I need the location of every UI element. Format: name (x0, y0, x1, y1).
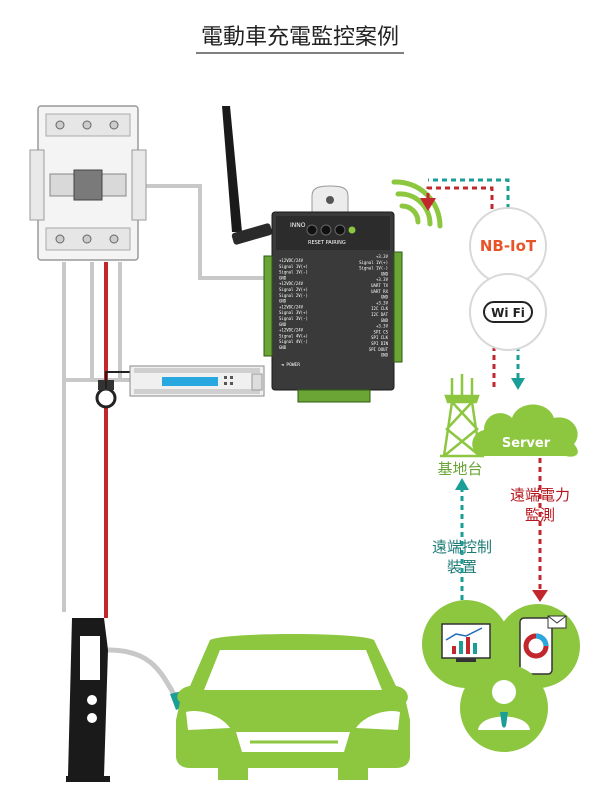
gateway-left-pin-0: +12VDC/24V (279, 258, 304, 263)
gateway-buttons-label: RESET PAIRING (308, 240, 346, 246)
wifi-node: Wi Fi (469, 273, 547, 351)
nbiot-label: NB-IoT (480, 237, 537, 255)
gateway-right-pin-9: I2C CLK (371, 306, 388, 311)
base-station-tower (440, 374, 484, 458)
link-wifi-to-server (492, 346, 525, 390)
gateway-left-pin-12: +12VDC/24V (279, 328, 304, 333)
nbiot-node: NB-IoT (469, 207, 547, 285)
gateway-right-pin-4: +3.3V (376, 277, 389, 282)
gateway-left-pin-7: GND (279, 299, 287, 304)
gateway-right-pin-12: +3.3V (376, 324, 389, 329)
gateway-left-pin-4: +12VDC/24V (279, 281, 304, 286)
charging-station (66, 618, 110, 782)
gateway-left-pin-15: GND (279, 345, 287, 350)
gateway-right-pin-15: SPI DIN (371, 341, 388, 346)
base-station-label: 基地台 (437, 460, 482, 478)
contactor (29, 105, 147, 261)
gateway-left-pin-6: Signal 2V(-) (279, 293, 308, 298)
gateway-right-pin-11: GND (381, 318, 389, 323)
gateway-right-pin-10: I2C DAT (371, 312, 388, 317)
gateway-left-pin-14: Signal 4V(-) (279, 339, 308, 344)
gateway-left-pin-1: Signal 1V(+) (279, 264, 308, 269)
link-nbiot-to-signal (420, 178, 510, 218)
user-node (460, 664, 548, 752)
gateway-right-pin-7: GND (381, 295, 389, 300)
server-label: Server (502, 436, 551, 451)
gateway-right-pin-6: UART RX (371, 289, 388, 294)
current-sensor (95, 371, 130, 409)
link-server-to-devices (532, 458, 548, 602)
link-devices-to-base (455, 478, 469, 600)
gateway-left-pin-10: Signal 3V(-) (279, 316, 308, 321)
gateway-left-pin-11: GND (279, 322, 287, 327)
electric-car (176, 634, 410, 780)
wireless-signal-icon (391, 179, 443, 229)
gateway-brand: INNO (290, 222, 306, 229)
remote-power-label-line2: 監測 (525, 506, 555, 524)
gateway-right-pin-0: +3.3V (376, 254, 389, 259)
gateway-right-pin-2: Signal 1V(-) (359, 266, 388, 271)
gateway-left-pin-8: +12VDC/24V (279, 304, 304, 309)
page-title: 電動車充電監控案例 (201, 25, 399, 50)
smartphone-icon (519, 617, 553, 675)
user-icon (492, 680, 516, 704)
gateway-left-pin-3: GND (279, 275, 287, 280)
gateway-right-pin-14: SPI CLK (371, 335, 388, 340)
gateway-right-pin-1: Signal 1V(+) (359, 260, 388, 265)
server-cloud: Server (472, 404, 578, 457)
gateway-right-pin-16: SPI DOUT (369, 347, 389, 352)
remote-control-label-line1: 遠端控制 (432, 538, 492, 556)
remote-control-label-line2: 裝置 (447, 558, 477, 576)
monitor-screen-node (422, 600, 510, 688)
gateway-right-pin-17: GND (381, 353, 389, 358)
gateway-power-label: ◄ POWER (281, 362, 300, 368)
gateway-right-pin-5: UART TX (371, 283, 388, 288)
remote-power-label-line1: 遠端電力 (510, 486, 570, 504)
meter-module (129, 365, 265, 397)
gateway-left-pin-5: Signal 2V(+) (279, 287, 308, 292)
gateway-right-pin-8: +3.3V (376, 300, 389, 305)
gateway-left-pin-13: Signal 4V(+) (279, 333, 308, 338)
gray-wiring (62, 184, 270, 698)
gateway-left-pin-2: Signal 1V(-) (279, 270, 308, 275)
gateway-device: INNO RESET PAIRING ◄ POWER +12VDC/24VSig… (263, 185, 403, 403)
wifi-label: Wi Fi (491, 306, 525, 320)
antenna (222, 106, 273, 245)
gateway-left-pin-9: Signal 3V(+) (279, 310, 308, 315)
gateway-right-pin-13: SPI CS (374, 329, 389, 334)
gateway-right-pin-3: GND (381, 271, 389, 276)
